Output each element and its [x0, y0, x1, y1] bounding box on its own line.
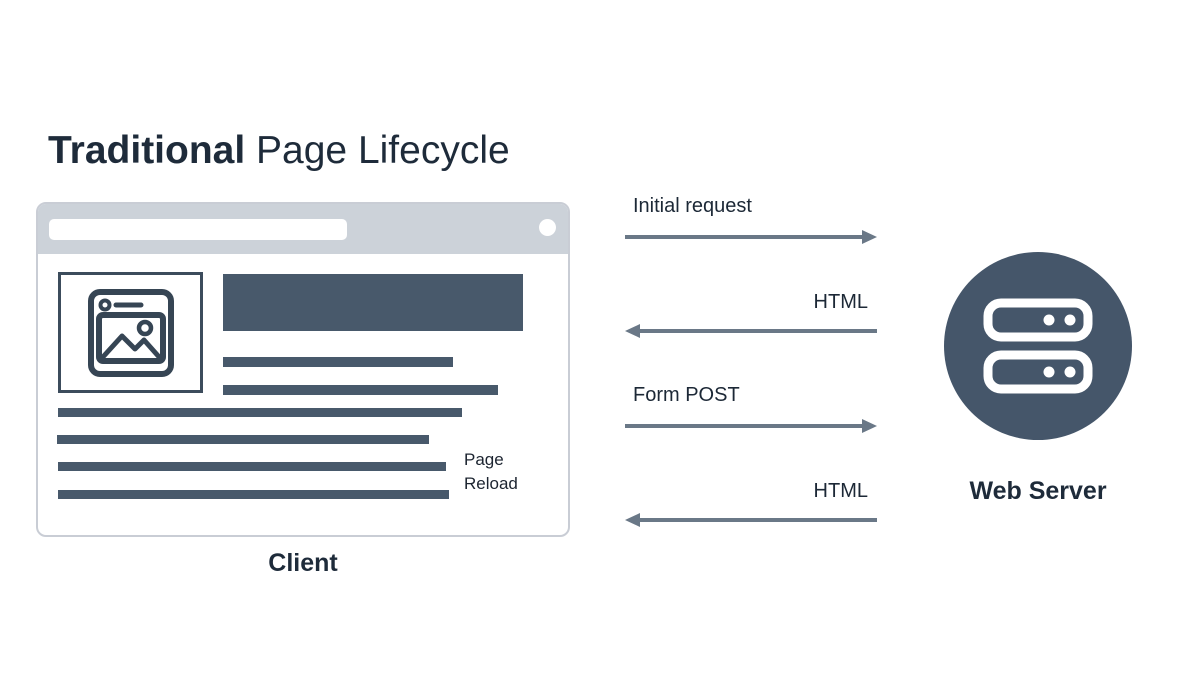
content-text-line [223, 385, 498, 395]
arrowhead-left-icon [625, 324, 640, 338]
page-title: Traditional Page Lifecycle [48, 129, 510, 173]
arrowhead-left-icon [625, 513, 640, 527]
arrow-shaft [625, 235, 862, 239]
arrowhead-right-icon [862, 230, 877, 244]
web-server-badge [944, 252, 1132, 440]
server-stack-icon [983, 298, 1093, 394]
client-label: Client [268, 549, 338, 577]
browser-window-button [539, 219, 556, 236]
page-reload-annotation: Page Reload [464, 448, 518, 496]
image-placeholder-box [58, 272, 203, 393]
arrow-right-form-post [625, 419, 877, 433]
arrow-shaft [640, 518, 877, 522]
message-label-html-response-2: HTML [813, 480, 868, 502]
web-server-label: Web Server [969, 477, 1107, 505]
message-label-html-response-1: HTML [813, 291, 868, 313]
content-text-line [58, 490, 449, 499]
content-text-line [223, 357, 453, 367]
content-text-line [57, 435, 429, 444]
arrow-shaft [625, 424, 862, 428]
arrow-right-initial-request [625, 230, 877, 244]
page-reload-line2: Reload [464, 474, 518, 493]
content-text-line [58, 462, 446, 471]
image-placeholder-icon [87, 288, 174, 377]
message-label-initial-request: Initial request [633, 195, 752, 217]
message-label-form-post: Form POST [633, 384, 740, 406]
content-hero-block [223, 274, 523, 331]
arrow-left-html-2 [625, 513, 877, 527]
arrow-left-html-1 [625, 324, 877, 338]
page-title-emphasis: Traditional [48, 129, 246, 173]
page-title-rest: Page Lifecycle [245, 129, 510, 173]
client-browser-window: Page Reload [36, 202, 570, 537]
content-text-line [58, 408, 462, 417]
browser-address-bar [49, 219, 347, 240]
arrow-shaft [640, 329, 877, 333]
arrowhead-right-icon [862, 419, 877, 433]
page-reload-line1: Page [464, 450, 504, 469]
